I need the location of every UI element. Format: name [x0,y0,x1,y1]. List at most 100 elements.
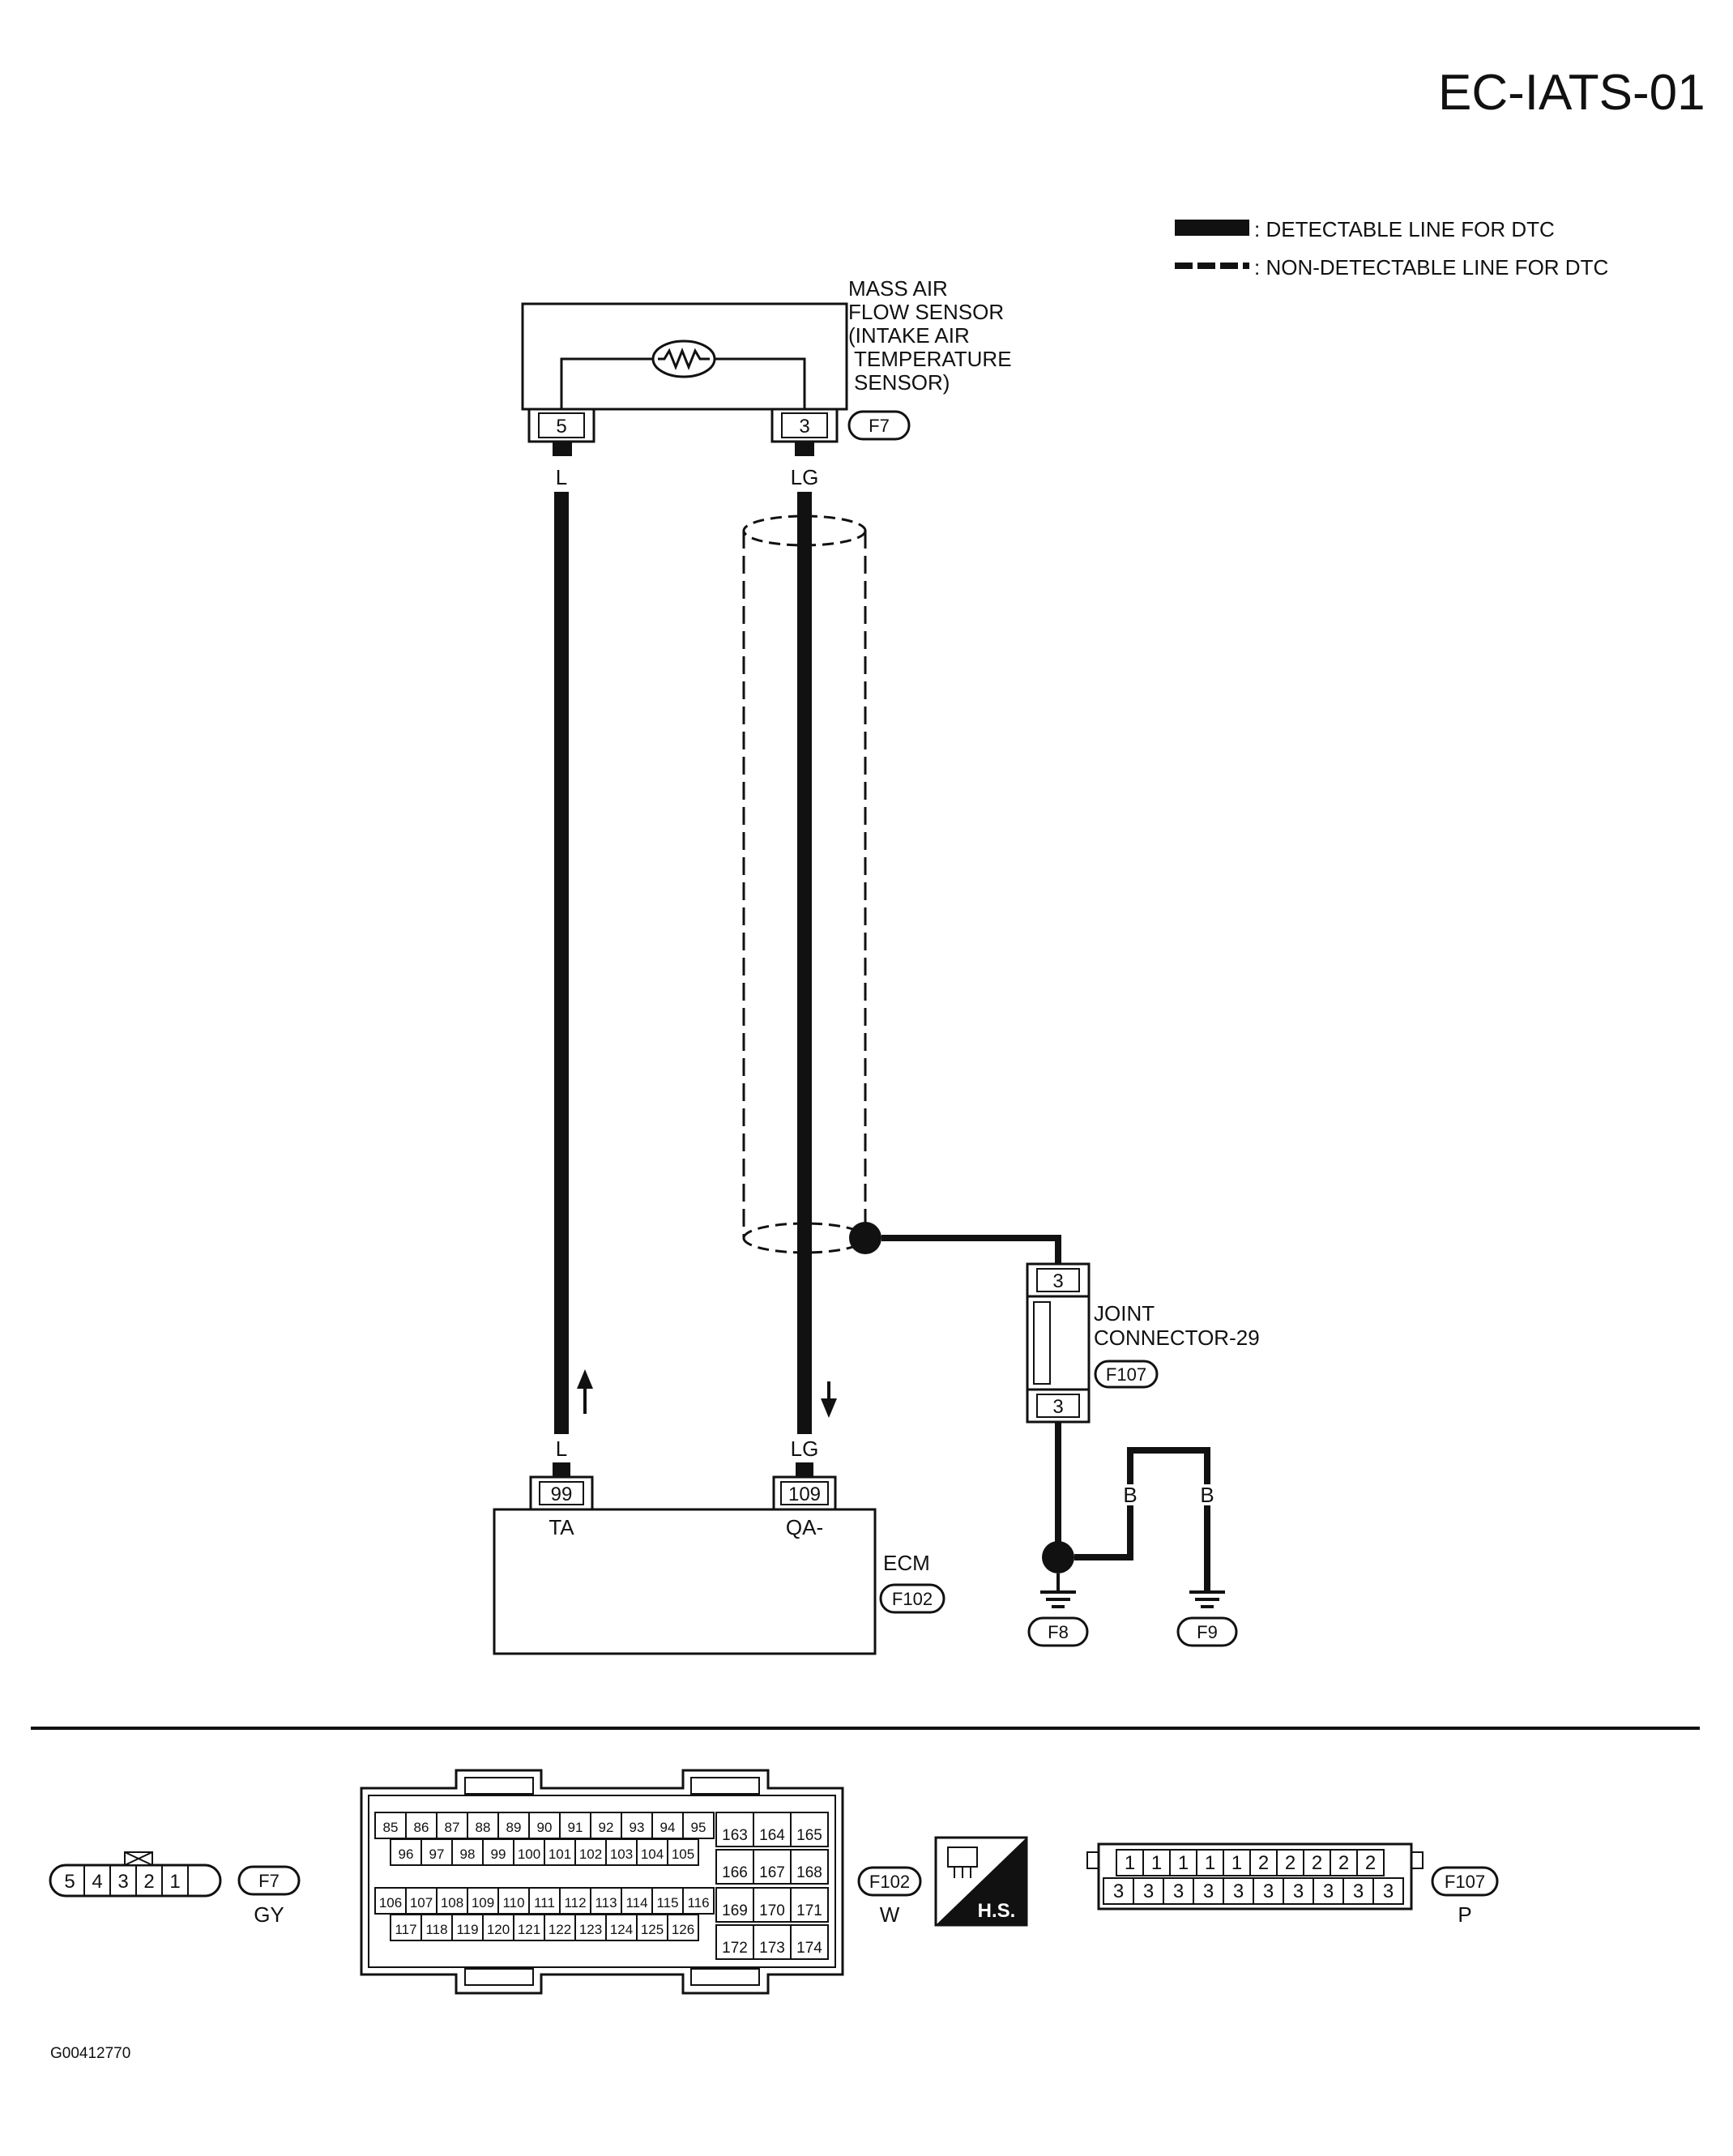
ecm-pin-left-cell [539,1481,584,1505]
f102-pin: 121 [518,1922,540,1937]
sensor-pin-left: 5 [556,416,566,438]
f7-pin-b: 4 [92,1871,102,1893]
f102-right-pin: 173 [759,1940,785,1957]
ecm-body [493,1508,877,1655]
f107-pin-row1-cell [1116,1849,1144,1876]
f102-pin-cell [605,1838,638,1866]
f102-right-pin-cell [715,1924,754,1960]
f102-pin-cell [451,1838,484,1866]
f102-right-pin: 164 [759,1827,785,1844]
f102-pin: 87 [445,1820,460,1835]
joint-connector-badge [1094,1360,1159,1389]
ground-1-id: F8 [1048,1622,1069,1642]
f102-pin-cell [513,1914,545,1941]
f102-top-key-left [464,1777,534,1795]
arrow-up-icon [577,1369,593,1414]
maf-sensor: 5 3 F7 MASS AIR FLOW SENSOR (INTAKE AIR … [521,276,1012,456]
f102-pin: 96 [399,1846,414,1862]
f102-pin: 85 [383,1820,399,1835]
ground-wire-color-2-front: B [1200,1483,1214,1507]
f107-pin-row2-cell [1253,1877,1284,1905]
shield-drain-wire [881,1235,1061,1264]
f107-pin-row2-cell [1342,1877,1374,1905]
f107-pin-row1-cell [1169,1849,1197,1876]
f107-pin-row1-cell [1303,1849,1331,1876]
f107-pin-row1: 2 [1365,1852,1376,1874]
f102-right-pin: 165 [796,1827,822,1844]
ground-1-badge [1027,1616,1089,1647]
f102-pin-cell [559,1887,591,1915]
ecm-pin-left-terminal [553,1462,570,1477]
ground-wire-color-1-front: B [1123,1483,1137,1507]
ecm: 99 109 TA QA- ECM F102 [493,1475,945,1655]
f102-pin: 116 [687,1895,709,1911]
f102-outer-shell [360,1769,844,1995]
joint-pin-bottom: 3 [1052,1396,1063,1418]
f7-view-id: F7 [258,1871,280,1891]
shield-drain-junction [849,1222,881,1254]
joint-connector-id: F107 [1106,1364,1146,1385]
f102-right-pin: 170 [759,1902,785,1919]
f102-pin-cell [651,1812,684,1839]
legend: : DETECTABLE LINE FOR DTC : NON-DETECTAB… [1175,217,1608,280]
f102-pin-cell [374,1887,407,1915]
f107-pin-row1: 1 [1151,1852,1162,1874]
f102-pin: 119 [456,1922,478,1937]
hs-dark-triangle [936,1838,1027,1925]
f102-pin: 123 [579,1922,602,1937]
sensor-name-line-2: FLOW SENSOR [848,300,1004,324]
f102-right-pin-cell [753,1812,792,1847]
f102-pin: 126 [672,1922,694,1937]
ecm-term-right: QA- [786,1515,823,1539]
f102-pin: 89 [506,1820,522,1835]
f102-pin: 112 [564,1895,586,1911]
f102-right-pin-cell [753,1924,792,1960]
f102-right-pin-cell [790,1849,829,1885]
joint-body-inner [1033,1301,1051,1385]
f107-pin-row2-cell [1103,1877,1134,1905]
f7-view-badge [237,1865,301,1896]
f102-pin: 113 [595,1895,617,1911]
f102-pin: 91 [568,1820,583,1835]
f107-end-tab-left [1086,1851,1099,1869]
joint-body [1026,1295,1091,1391]
f102-pin: 99 [491,1846,506,1862]
f102-pin: 106 [379,1895,402,1911]
sensor-name-line-5: SENSOR) [854,370,950,395]
sensor-connector-badge [847,410,911,441]
shield-bottom-arc-back [742,1222,867,1239]
f107-pin-row1: 2 [1258,1852,1269,1874]
f102-pin-cell [544,1838,576,1866]
ground-wire-loop [1074,1447,1210,1592]
ground-label-gap-2 [1197,1484,1218,1505]
f102-pin: 93 [630,1820,645,1835]
f102-pin: 94 [660,1820,676,1835]
f102-bottom-key-left [464,1968,534,1986]
f107-pin-row1: 1 [1231,1852,1242,1874]
f107-end-tab-right [1411,1851,1424,1869]
f102-pin: 100 [518,1846,540,1862]
sensor-name-line-1: MASS AIR [848,276,948,301]
sensor-internal-wire-left [560,357,655,409]
f102-pin-cell [436,1887,468,1915]
legend-detectable-text: : DETECTABLE LINE FOR DTC [1254,217,1555,241]
ground-label-gap-1 [1120,1484,1141,1505]
f102-pin-cell [374,1812,407,1839]
f102-pin: 102 [579,1846,602,1862]
f107-pin-row2-cell [1313,1877,1344,1905]
f102-pin: 104 [641,1846,664,1862]
f102-pin: 98 [460,1846,476,1862]
harness-side-icon: H.S. [934,1836,1028,1927]
ground-2-badge [1176,1616,1238,1647]
ecm-connector-badge [879,1583,945,1614]
f102-pin-cell [390,1838,422,1866]
f102-right-pin-cell [715,1812,754,1847]
f102-view-id: F102 [869,1872,910,1892]
arrow-down-head [821,1398,837,1418]
f102-right-pin-cell [790,1887,829,1923]
ground-symbol-2: F9 [1176,1590,1238,1647]
legend-detectable-swatch [1175,220,1249,236]
f102-pin-cell [667,1914,699,1941]
f107-pin-row1: 1 [1125,1852,1135,1874]
